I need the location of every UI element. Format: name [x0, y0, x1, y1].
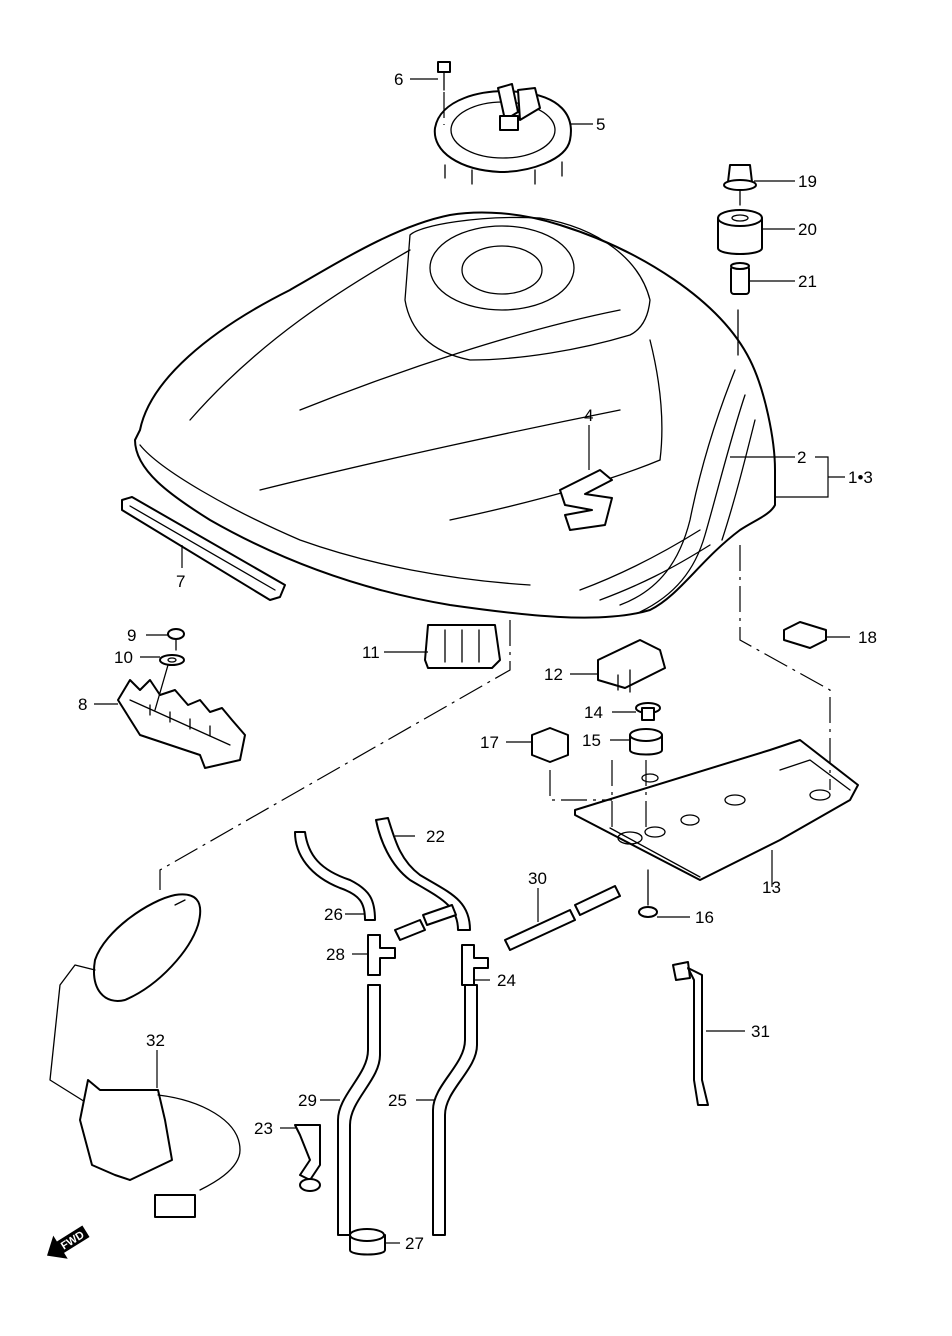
clip-23: [294, 1124, 321, 1192]
tank-rubber-7: [121, 496, 286, 601]
screw-9: [167, 628, 185, 651]
cushion-17: [531, 727, 569, 763]
collar-21: [730, 262, 750, 295]
hose-small-joints: [394, 904, 457, 941]
label-10: 10: [114, 648, 133, 667]
pad-18: [783, 621, 827, 649]
tank-bracket-13: [574, 739, 859, 881]
label-19: 19: [798, 172, 817, 191]
label-18: 18: [858, 628, 877, 647]
fitting-28: [367, 934, 396, 976]
label-12: 12: [544, 665, 563, 684]
fuel-pump-32: [49, 893, 241, 1218]
label-16: 16: [695, 908, 714, 927]
label-25: 25: [388, 1091, 407, 1110]
fitting-24: [461, 944, 489, 986]
label-17: 17: [480, 733, 499, 752]
rear-cushion-8: [117, 679, 246, 769]
label-27: 27: [405, 1234, 424, 1253]
label-30: 30: [528, 869, 547, 888]
part-labels: 6 5 19 20 21 4 2 1•3 7 9 10 8 11 12 14 1…: [78, 70, 877, 1253]
hose-30: [504, 885, 621, 951]
washer-10: [159, 654, 185, 666]
label-14: 14: [584, 703, 603, 722]
collar-27: [349, 1228, 386, 1256]
hose-25: [432, 984, 478, 1236]
label-6: 6: [394, 70, 403, 89]
leader-lines: [94, 78, 850, 1244]
drain-hose-31: [672, 961, 709, 1106]
label-5: 5: [596, 115, 605, 134]
bolt-16: [638, 869, 658, 918]
forward-arrow-icon: FWD: [47, 1225, 90, 1259]
damper-20: [717, 209, 763, 255]
label-32: 32: [146, 1031, 165, 1050]
cushion-11: [424, 624, 501, 669]
hose-26: [294, 831, 376, 921]
bolt-19: [723, 164, 757, 206]
label-22: 22: [426, 827, 445, 846]
cushion-12: [597, 639, 666, 693]
cap-bolt: [437, 61, 451, 125]
label-23: 23: [254, 1119, 273, 1138]
label-7: 7: [176, 572, 185, 591]
label-1-3: 1•3: [848, 468, 873, 487]
label-8: 8: [78, 695, 87, 714]
label-2: 2: [797, 448, 806, 467]
label-24: 24: [497, 971, 516, 990]
label-26: 26: [324, 905, 343, 924]
label-31: 31: [751, 1022, 770, 1041]
fuel-tank: [134, 211, 776, 619]
grommet-15: [629, 728, 663, 756]
label-15: 15: [582, 731, 601, 750]
fuel-filler-cap: [433, 83, 572, 185]
label-29: 29: [298, 1091, 317, 1110]
label-28: 28: [326, 945, 345, 964]
label-4: 4: [584, 406, 593, 425]
tank-emblem: [559, 469, 613, 531]
label-20: 20: [798, 220, 817, 239]
collar-14: [635, 702, 661, 721]
label-13: 13: [762, 878, 781, 897]
label-11: 11: [362, 643, 380, 662]
hose-29: [337, 984, 381, 1236]
label-21: 21: [798, 272, 817, 291]
label-9: 9: [127, 626, 136, 645]
hose-22: [375, 817, 471, 931]
